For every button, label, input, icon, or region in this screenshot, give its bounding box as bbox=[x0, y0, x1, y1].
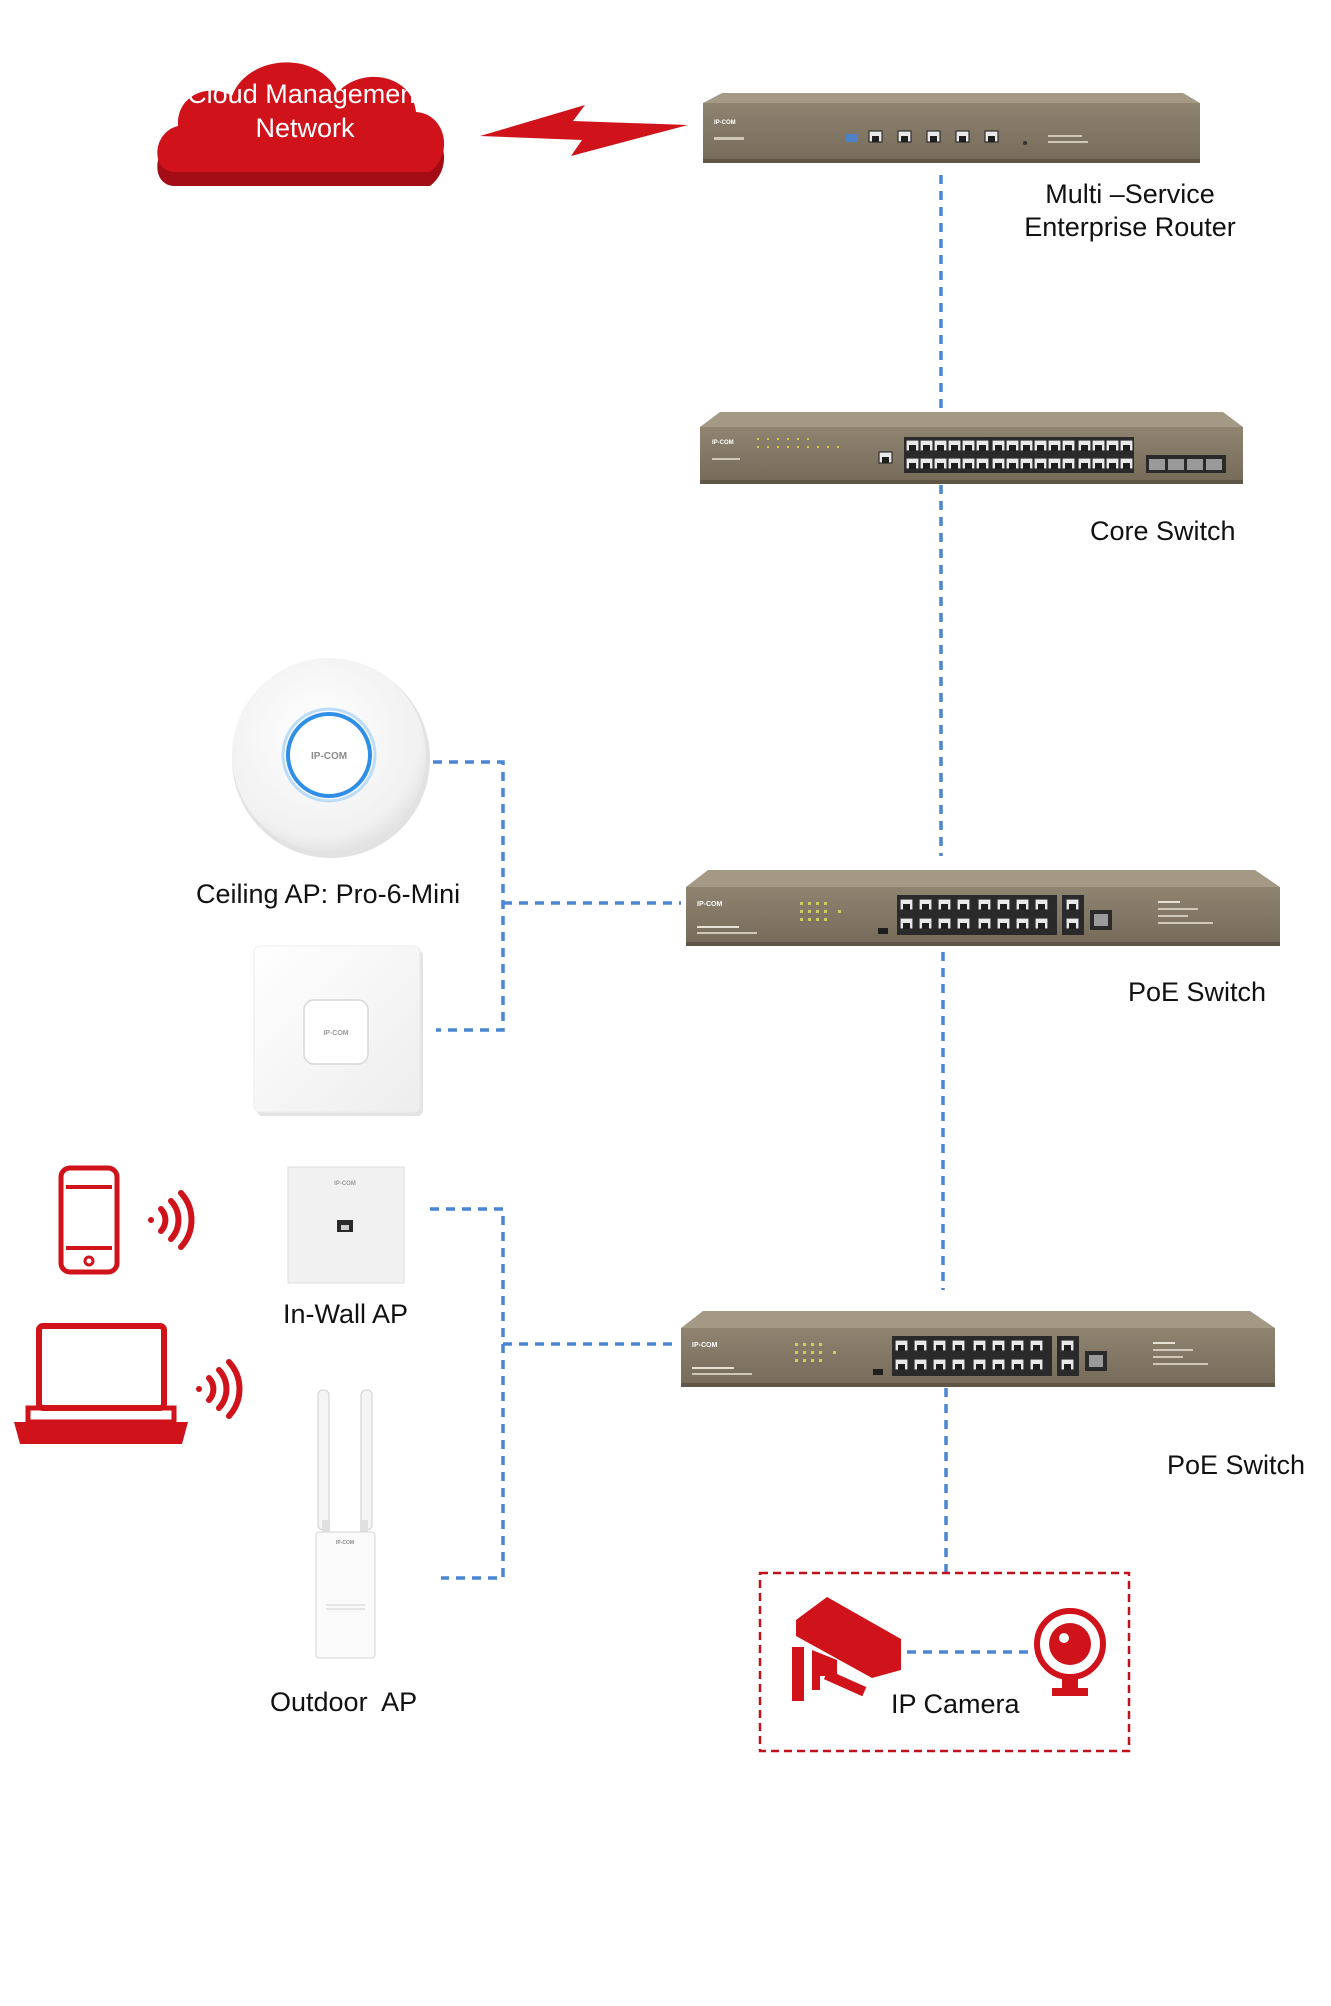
camera-group-border bbox=[758, 1571, 1131, 1753]
dome-camera-icon bbox=[1034, 1608, 1106, 1696]
router-label-line-1: Multi –Service bbox=[1045, 179, 1215, 209]
svg-text:IP-COM: IP-COM bbox=[697, 901, 722, 908]
ceiling-ap-label: Ceiling AP: Pro-6-Mini bbox=[196, 879, 461, 909]
wifi-signal-icon bbox=[148, 1190, 195, 1250]
link-poe2-inwall-ap bbox=[430, 1207, 505, 1580]
inwall-ap-device: IP-COM bbox=[287, 1166, 405, 1284]
cloud-icon bbox=[157, 62, 445, 186]
svg-text:IP-COM: IP-COM bbox=[692, 1342, 717, 1349]
core-switch-label: Core Switch bbox=[1090, 516, 1236, 546]
poe-switch-2-label: PoE Switch bbox=[1167, 1450, 1306, 1480]
lightning-icon bbox=[480, 105, 688, 156]
cloud-label-line-2: Network bbox=[255, 113, 355, 143]
wifi-signal-icon bbox=[196, 1359, 243, 1419]
laptop-icon bbox=[14, 1323, 188, 1444]
outdoor-ap-label: Outdoor AP bbox=[270, 1687, 418, 1717]
cloud-label-line-1: Cloud Management bbox=[187, 79, 423, 109]
poe-switch-1-label: PoE Switch bbox=[1128, 977, 1267, 1007]
svg-text:IP-COM: IP-COM bbox=[712, 440, 734, 446]
square-ap-device: IP-COM bbox=[253, 945, 423, 1116]
link-poe1-ceiling-ap bbox=[433, 760, 505, 1032]
outdoor-ap-device: IP-COM bbox=[315, 1389, 376, 1659]
ceiling-ap-device: IP-COM bbox=[232, 658, 430, 858]
svg-text:IP-COM: IP-COM bbox=[311, 751, 347, 762]
cloud-label: Cloud Management Network bbox=[160, 77, 450, 145]
svg-text:IP-COM: IP-COM bbox=[336, 1540, 354, 1546]
poe-switch-1-device: IP-COM bbox=[686, 870, 1280, 946]
router-device: IP-COM bbox=[703, 93, 1200, 163]
poe-switch-2-device: IP-COM bbox=[681, 1311, 1275, 1387]
svg-text:IP-COM: IP-COM bbox=[714, 120, 736, 126]
core-switch-device: IP-COM bbox=[700, 412, 1243, 484]
router-label-line-2: Enterprise Router bbox=[1024, 212, 1236, 242]
inwall-ap-label: In-Wall AP bbox=[283, 1299, 409, 1329]
ip-camera-label: IP Camera bbox=[891, 1689, 1020, 1719]
cctv-camera-icon bbox=[792, 1597, 901, 1701]
svg-text:IP-COM: IP-COM bbox=[323, 1030, 348, 1037]
router-label: Multi –Service Enterprise Router bbox=[1010, 178, 1250, 244]
phone-icon bbox=[58, 1165, 120, 1275]
svg-text:IP-COM: IP-COM bbox=[334, 1181, 356, 1187]
connection-lines bbox=[430, 175, 1040, 1654]
